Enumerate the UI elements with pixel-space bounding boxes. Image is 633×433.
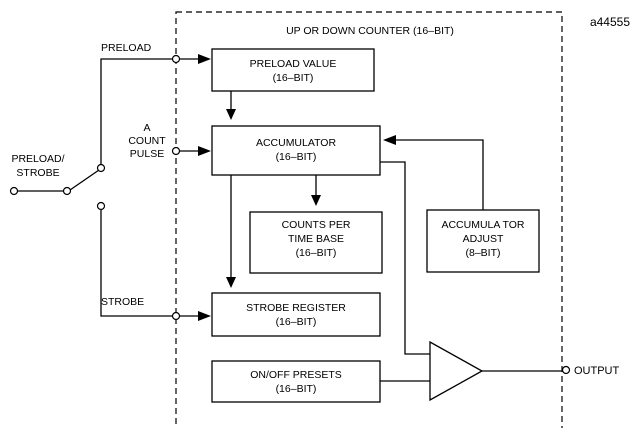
strobe-register-width: (16–BIT) xyxy=(276,316,317,328)
output-label: OUTPUT xyxy=(574,365,620,377)
switch-contact-strobe xyxy=(96,201,106,211)
wire-accumulator-to-comparator xyxy=(380,161,430,355)
switch-source-label-1: PRELOAD/ xyxy=(11,153,64,165)
wire-adjust-to-accumulator xyxy=(396,139,484,210)
switch-source-label-2: STROBE xyxy=(16,167,59,179)
counts-per-time-base-width: (16–BIT) xyxy=(296,247,337,259)
count-pulse-label-3: PULSE xyxy=(130,148,164,160)
arrow-into-strobe-register-from-input xyxy=(198,311,211,321)
accumulator-adjust-block xyxy=(426,209,540,273)
accumulator-adjust-width: (8–BIT) xyxy=(465,247,500,259)
accumulator-adjust-label-1: ACCUMULA TOR xyxy=(441,219,524,231)
switch-source-terminal xyxy=(9,186,19,196)
output-terminal xyxy=(561,365,571,375)
accumulator-block xyxy=(211,125,381,176)
on-off-presets-width: (16–BIT) xyxy=(276,383,317,395)
output-comparator xyxy=(429,340,484,402)
accumulator-width: (16–BIT) xyxy=(276,151,317,163)
accumulator-label: ACCUMULATOR xyxy=(256,137,337,149)
counts-per-time-base-label-1: COUNTS PER xyxy=(282,219,351,231)
on-off-presets-block xyxy=(211,360,381,403)
preload-value-label: PRELOAD VALUE xyxy=(250,58,337,70)
on-off-presets-label: ON/OFF PRESETS xyxy=(250,369,342,381)
strobe-register-block xyxy=(211,292,381,337)
switch-contact-preload xyxy=(96,163,106,173)
counter-title: UP OR DOWN COUNTER (16–BIT) xyxy=(286,25,454,37)
preload-terminal xyxy=(171,54,181,64)
preload-value-width: (16–BIT) xyxy=(273,72,314,84)
arrow-into-preload-value xyxy=(198,54,211,64)
arrow-into-accumulator xyxy=(226,109,236,120)
arrow-into-counts xyxy=(311,195,321,206)
counts-per-time-base-label-2: TIME BASE xyxy=(288,233,344,245)
switch-blade xyxy=(69,169,100,191)
preload-input-label: PRELOAD xyxy=(101,42,152,54)
strobe-terminal xyxy=(171,311,181,321)
arrow-into-accumulator-from-pulse xyxy=(198,146,211,156)
count-pulse-terminal xyxy=(171,146,181,156)
wire-strobe-input xyxy=(100,210,173,317)
count-pulse-label-1: A xyxy=(143,122,150,134)
preload-value-block xyxy=(211,48,375,92)
arrow-into-strobe-register xyxy=(226,277,236,288)
arrow-adjust-into-accumulator xyxy=(383,135,396,145)
counter-boundary xyxy=(175,11,563,433)
switch-pivot xyxy=(62,186,72,196)
figure-id: a44555 xyxy=(590,15,630,29)
accumulator-adjust-label-2: ADJUST xyxy=(463,233,504,245)
strobe-input-label: STROBE xyxy=(101,296,144,308)
strobe-register-label: STROBE REGISTER xyxy=(246,302,346,314)
count-pulse-label-2: COUNT xyxy=(128,135,166,147)
counts-per-time-base-block xyxy=(249,211,383,274)
wire-preload-input xyxy=(100,58,173,165)
